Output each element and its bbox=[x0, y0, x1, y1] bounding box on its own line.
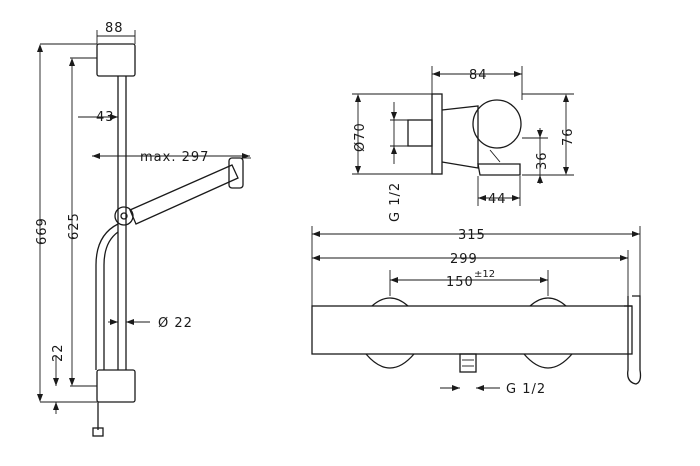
dim-max-297: max. 297 bbox=[140, 150, 209, 165]
dim-150-tolerance: ±12 bbox=[474, 269, 495, 280]
dim-84: 84 bbox=[469, 68, 488, 83]
dim-22-bottom: 22 bbox=[51, 343, 66, 362]
shower-rail-view: 88 669 625 43 max. 297 22 bbox=[35, 21, 251, 437]
dim-rail-diameter: Ø 22 bbox=[158, 316, 193, 331]
dim-44: 44 bbox=[488, 192, 507, 207]
dim-625: 625 bbox=[67, 212, 82, 240]
wall-outlet-view: 84 Ø70 G 1/2 76 36 44 bbox=[352, 66, 576, 222]
left-escutcheon bbox=[371, 297, 409, 307]
dim-thread-bottom: G 1/2 bbox=[506, 382, 546, 397]
outlet-rosette bbox=[431, 93, 443, 175]
outlet-holder bbox=[472, 99, 522, 149]
right-escutcheon bbox=[529, 297, 567, 307]
dim-150: 150 bbox=[446, 275, 474, 290]
dim-315: 315 bbox=[458, 228, 486, 243]
dim-299: 299 bbox=[450, 252, 478, 267]
dim-thread-top: G 1/2 bbox=[388, 182, 403, 222]
hand-shower bbox=[129, 164, 239, 225]
dim-43: 43 bbox=[96, 110, 115, 125]
mixer-view: 315 299 150 ±12 G 1/2 bbox=[311, 226, 642, 397]
dim-36: 36 bbox=[535, 151, 550, 170]
mixer-lever bbox=[627, 295, 642, 385]
outlet-spout bbox=[459, 353, 477, 373]
dim-76: 76 bbox=[561, 127, 576, 146]
dim-669: 669 bbox=[35, 217, 50, 245]
rail-bottom-bracket bbox=[96, 369, 136, 403]
mixer-body bbox=[311, 305, 633, 355]
rail-top-bracket bbox=[96, 43, 136, 77]
dim-diameter-70: Ø70 bbox=[353, 122, 368, 152]
dim-88: 88 bbox=[105, 21, 124, 36]
shower-hose bbox=[95, 223, 119, 370]
